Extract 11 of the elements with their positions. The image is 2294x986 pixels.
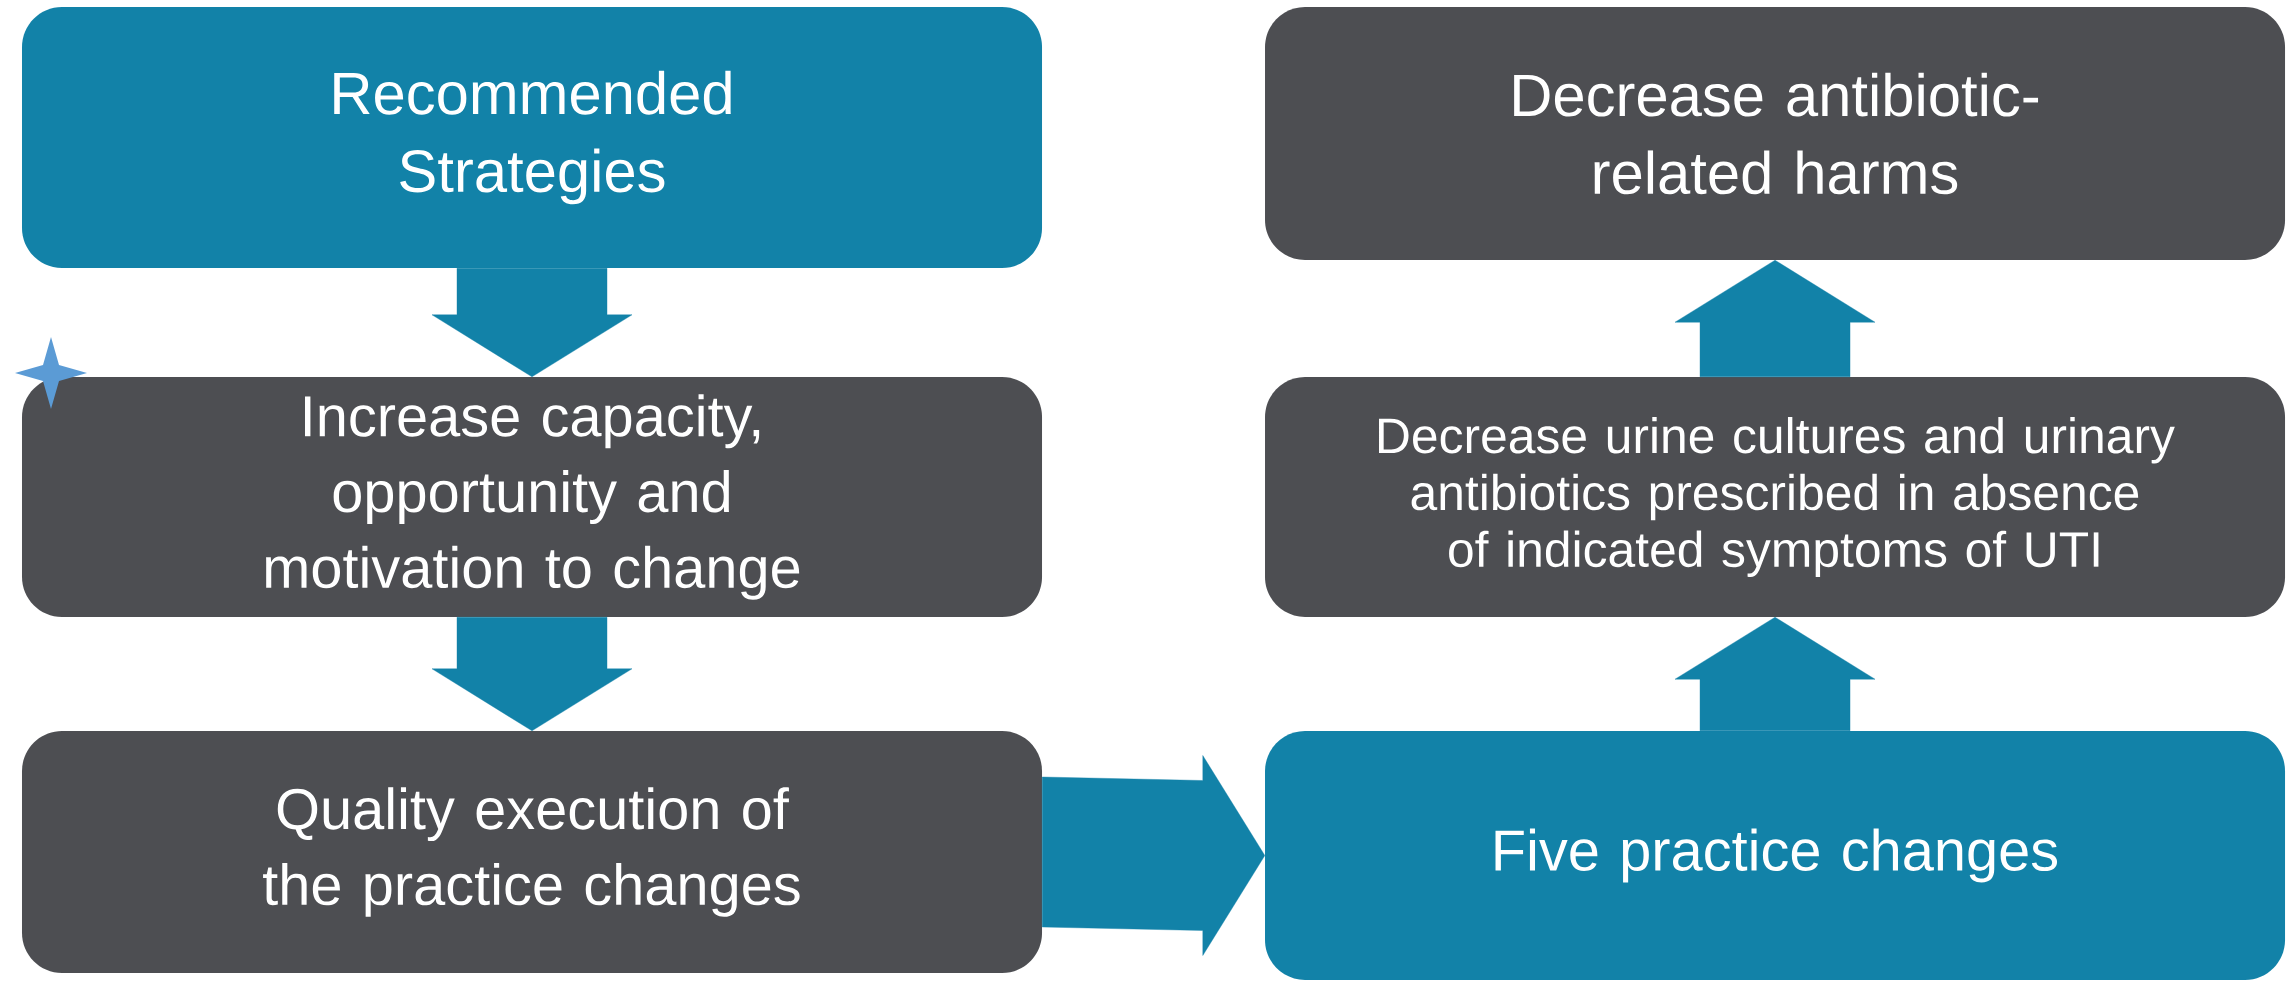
- process-box: Quality execution of the practice changes: [22, 731, 1042, 973]
- process-box: Decrease urine cultures and urinary antibiotics prescribed in absence of indicated symptoms of UTI: [1265, 377, 2286, 617]
- block-arrow: [1674, 260, 1876, 377]
- block-arrow: [431, 617, 633, 731]
- process-box: Increase capacity, opportunity and motivation to change: [22, 377, 1042, 617]
- process-box: Decrease antibiotic-related harms: [1265, 7, 2286, 260]
- block-arrow: [1674, 617, 1876, 731]
- block-arrow: [431, 268, 633, 377]
- process-box: Five practice changes: [1265, 731, 2286, 980]
- block-arrow: [1042, 755, 1265, 956]
- process-box: Recommended Strategies: [22, 7, 1042, 268]
